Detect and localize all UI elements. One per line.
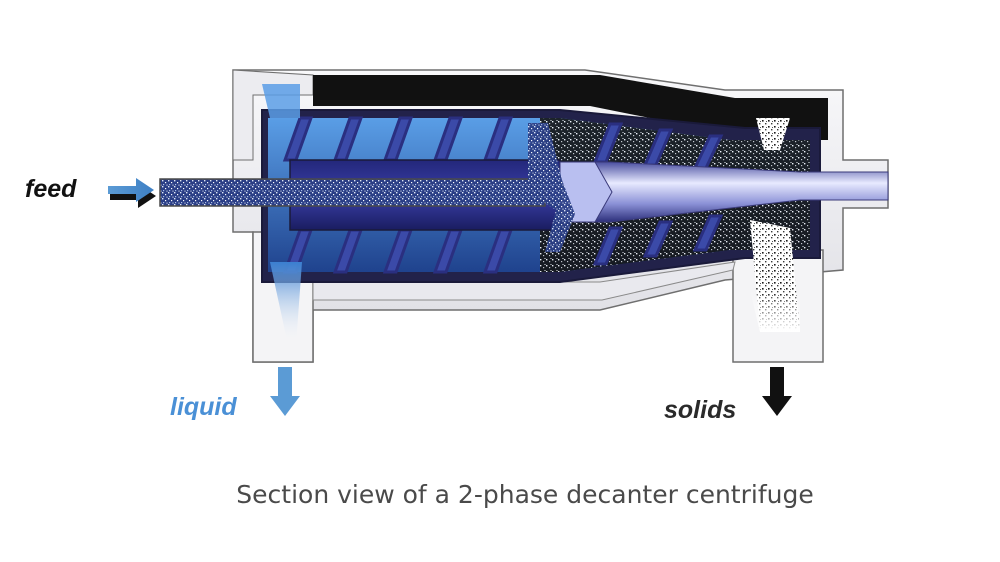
solids-label: solids — [664, 396, 737, 424]
feed-distribution — [528, 123, 575, 252]
screw-conveyor — [282, 116, 724, 274]
solids-discharge-top — [756, 118, 790, 150]
liquid-discharge-top — [262, 84, 300, 118]
feed-tube — [159, 178, 546, 207]
liquid-discharge-flow — [270, 262, 302, 345]
diagram-caption: Section view of a 2-phase decanter centr… — [236, 480, 814, 509]
feed-arrow — [108, 178, 156, 208]
feed-label: feed — [25, 175, 77, 203]
liquid-label: liquid — [170, 393, 237, 421]
liquid-arrow — [270, 367, 300, 416]
solids-arrow — [762, 367, 792, 416]
outer-shell-bottom — [312, 261, 736, 301]
